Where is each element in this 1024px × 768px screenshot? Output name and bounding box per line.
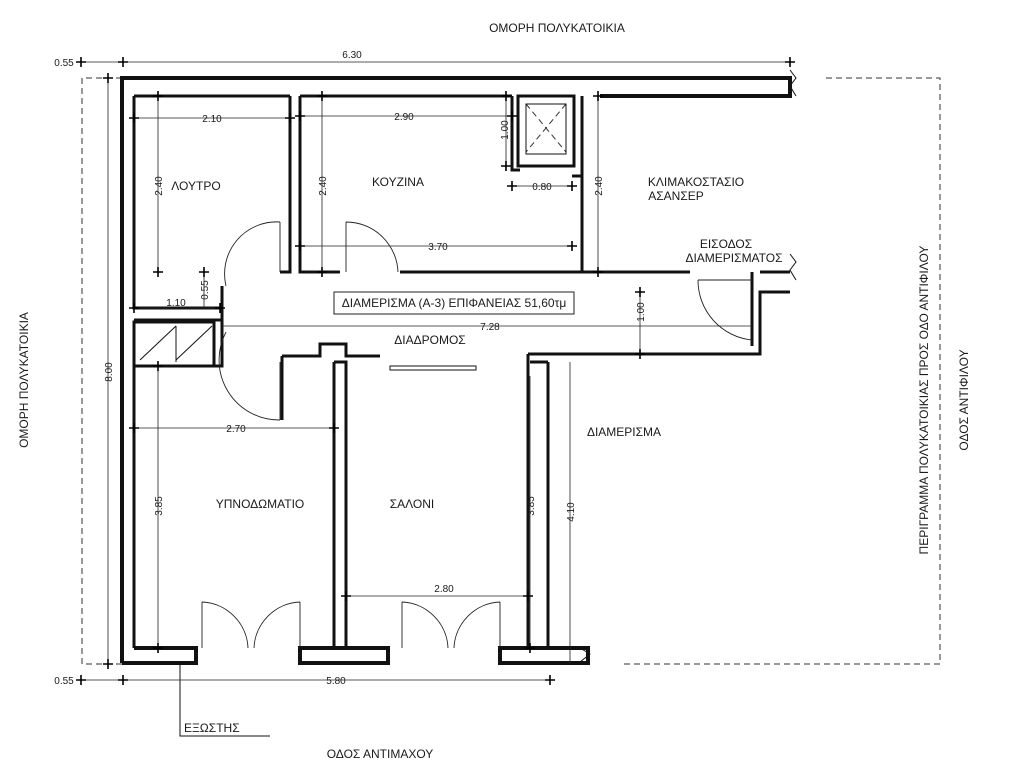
door-bathroom (224, 221, 281, 287)
dim-top-width: 6.30 (342, 50, 362, 61)
wall-break-top (789, 69, 797, 97)
door-bedroom (218, 331, 281, 421)
dim-bottom-offset: 0.55 (54, 676, 74, 687)
room-other-apartment: ΔΙΑΜΕΡΙΣΜΑ (587, 425, 661, 439)
storage-hatch (139, 325, 213, 362)
top-neighbor-label: ΟΜΟΡΗ ΠΟΛΥΚΑΤΟΙΚΙΑ (489, 21, 625, 35)
bottom-street-label: ΟΔΟΣ ΑΝΤΙΜΑΧΟΥ (327, 747, 434, 761)
room-bedroom: ΥΠΝΟΔΩΜΑΤΙΟ (216, 497, 305, 511)
balcony-label: ΕΞΩΣΤΗΣ (184, 721, 240, 735)
dim-shaft-height: 1.00 (500, 120, 511, 140)
right-street-label: ΟΔΟΣ ΑΝΤΙΦΙΛΟΥ (957, 349, 971, 450)
left-neighbor-label: ΟΜΟΡΗ ΠΟΛΥΚΑΤΟΙΚΙΑ (17, 312, 31, 448)
room-entrance-2: ΔΙΑΜΕΡΙΣΜΑΤΟΣ (685, 251, 782, 265)
dim-bath-width: 2.10 (202, 114, 222, 125)
building-perimeter-outline (622, 77, 941, 665)
room-bathroom: ΛΟΥΤΡΟ (171, 179, 220, 193)
room-stairwell-1: ΚΛΙΜΑΚΟΣΤΑΣΙΟ (648, 175, 744, 189)
dim-bedroom-width: 2.70 (226, 424, 246, 435)
room-living: ΣΑΛΟΝΙ (390, 497, 435, 511)
dim-right-height: 4.10 (566, 502, 577, 522)
dim-corridor-width: 1.00 (636, 302, 647, 322)
dim-living-height: 3.85 (526, 496, 537, 516)
door-living-balcony (401, 601, 501, 649)
dim-kitchen-lower: 3.70 (428, 242, 448, 253)
room-kitchen: ΚΟΥΖΙΝΑ (372, 175, 424, 189)
dim-corridor-length: 7.28 (480, 322, 500, 333)
outer-wall-top (120, 76, 792, 663)
shaft-cross (525, 103, 567, 153)
balcony-leader (179, 664, 270, 737)
dimension-ticks (76, 57, 795, 685)
storage-unit (132, 320, 216, 368)
dim-kitchen-height: 2.40 (318, 176, 329, 196)
dim-bath-height: 2.40 (154, 176, 165, 196)
left-property-outline (81, 77, 122, 665)
dim-shaft-width: 0.80 (532, 182, 552, 193)
dim-bedroom-height: 3.85 (154, 496, 165, 516)
dim-bottom-width: 5.80 (326, 676, 346, 687)
corridor-wall-segment (282, 342, 380, 358)
sliding-door (389, 365, 477, 371)
dim-living-width: 2.80 (434, 584, 454, 595)
dimension-lines (80, 61, 790, 681)
dim-total-height: 8.00 (104, 362, 115, 382)
dim-wc-height: 0.55 (200, 280, 211, 300)
area-label: ΔΙΑΜΕΡΙΣΜΑ (Α-3) ΕΠΙΦΑΝΕΙΑΣ 51,60τμ (342, 296, 567, 310)
room-entrance-1: ΕΙΣΟΔΟΣ (700, 237, 752, 251)
dim-stair-height: 2.40 (594, 176, 605, 196)
door-bedroom-balcony (201, 601, 301, 649)
bottom-wall (122, 646, 590, 665)
dim-top-offset: 0.55 (54, 58, 74, 69)
door-kitchen (345, 221, 399, 273)
bedroom-walls (132, 356, 348, 648)
dim-wc-width: 1.10 (166, 298, 186, 309)
door-entrance (697, 279, 753, 341)
room-stairwell-2: ΑΣΑΝΣΕΡ (648, 189, 704, 203)
stairwell-walls (580, 96, 790, 346)
kitchen-walls (298, 94, 584, 274)
wall-break-right (789, 253, 797, 281)
light-shaft (516, 94, 576, 168)
dim-kitchen-width: 2.90 (394, 112, 414, 123)
room-corridor: ΔΙΑΔΡΟΜΟΣ (394, 333, 465, 347)
right-perimeter-label: ΠΕΡΙΓΡΑΜΜΑ ΠΟΛΥΚΑΤΟΙΚΙΑΣ ΠΡΟΣ ΟΔΟ ΑΝΤΙΦΙ… (917, 246, 931, 555)
shaft-inner (525, 103, 567, 155)
area-label-box (333, 291, 575, 315)
